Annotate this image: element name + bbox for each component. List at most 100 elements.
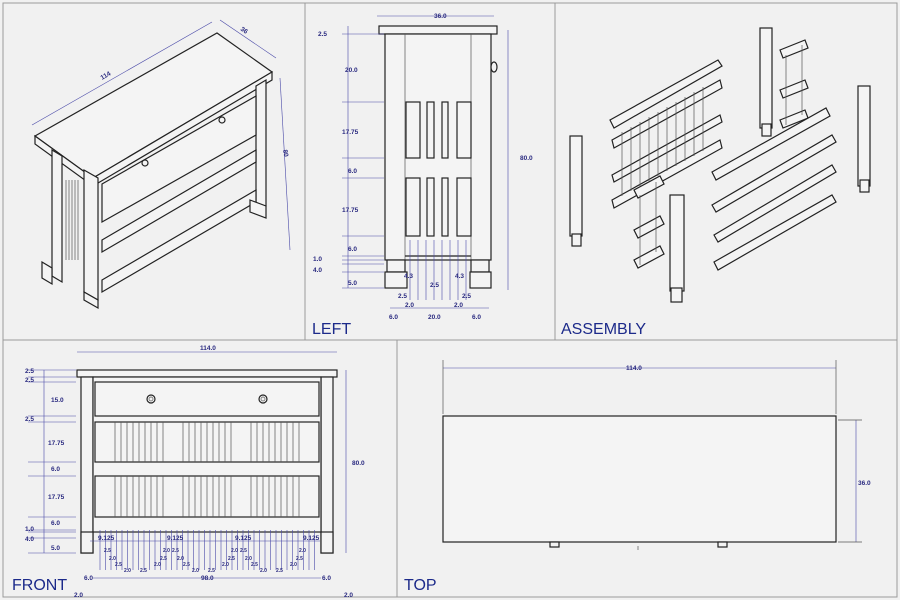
- dimension-label: 114.0: [200, 345, 216, 352]
- left-slat: [456, 101, 472, 159]
- dimension-label: 4.3: [455, 273, 464, 280]
- dimension-label: 80: [281, 149, 289, 158]
- dimension-label: 2.0: [74, 592, 83, 599]
- dimension-label: 80.0: [352, 460, 365, 467]
- dimension-label: 2.5: [240, 548, 247, 554]
- dimension-label: 2.5: [25, 368, 34, 375]
- dimension-label: 2.0: [290, 562, 297, 568]
- dimension-label: 2.5: [160, 556, 167, 562]
- dimension-label: 2.0: [154, 562, 161, 568]
- asm-foot: [670, 287, 683, 303]
- dimension-label: 9.125: [303, 535, 320, 542]
- dimension-label: 6.0: [51, 466, 60, 473]
- dimension-label: 1.0: [25, 526, 34, 533]
- view-label-front: FRONT: [12, 577, 67, 594]
- iso-leg: [51, 148, 63, 284]
- iso-drawer: [101, 94, 257, 224]
- dimension-label: 2.5: [228, 556, 235, 562]
- dimension-label: 6.0: [51, 520, 60, 527]
- asm-rail: [633, 175, 665, 199]
- front-leg: [80, 376, 94, 554]
- top-leg-stub: [549, 541, 560, 548]
- asm-rail: [711, 134, 837, 213]
- dimension-label: 6.0: [348, 246, 357, 253]
- dimension-label: 2.5: [172, 548, 179, 554]
- panel-top: [396, 339, 898, 598]
- left-foot: [469, 271, 492, 289]
- drawer-knob-center: [148, 396, 154, 402]
- iso-shelf: [101, 148, 257, 254]
- asm-rail: [609, 59, 723, 129]
- dimension-label: 2.5: [140, 568, 147, 574]
- iso-foot: [83, 290, 99, 310]
- dimension-label: 2.5: [25, 377, 34, 384]
- dimension-label: 2.0: [245, 556, 252, 562]
- left-knob: [490, 61, 498, 73]
- drawer-knob: [258, 394, 268, 404]
- front-foot: [320, 531, 334, 554]
- dimension-label: 2.0: [405, 302, 414, 309]
- dimension-label: 17.75: [342, 207, 359, 214]
- asm-leg: [569, 135, 583, 237]
- left-foot: [384, 271, 408, 289]
- dimension-label: 80.0: [520, 155, 533, 162]
- dimension-label: 2.0: [454, 302, 463, 309]
- drawer-knob-center: [260, 396, 266, 402]
- dimension-label: 17.75: [48, 494, 65, 501]
- asm-foot: [761, 123, 772, 137]
- iso-leg: [255, 78, 267, 214]
- view-label-assembly: ASSEMBLY: [561, 321, 646, 338]
- dimension-label: 2.0: [299, 548, 306, 554]
- dimension-label: 36.0: [858, 480, 871, 487]
- dimension-label: 2.5: [276, 568, 283, 574]
- dimension-label: 20.0: [345, 67, 358, 74]
- dimension-label: 2.5: [115, 562, 122, 568]
- iso-leg: [83, 168, 99, 302]
- dimension-label: 6.0: [348, 168, 357, 175]
- dimension-label: 9.125: [235, 535, 252, 542]
- asm-rail: [713, 164, 837, 243]
- dimension-label: 98.0: [201, 575, 214, 582]
- drawer-knob: [146, 394, 156, 404]
- dimension-label: 114.0: [626, 365, 642, 372]
- top-leg-stub: [717, 541, 728, 548]
- left-foot: [386, 259, 406, 273]
- dimension-label: 4.3: [404, 273, 413, 280]
- asm-rail: [633, 245, 665, 269]
- dimension-label: 2.0: [109, 556, 116, 562]
- asm-rail: [633, 215, 665, 239]
- left-foot: [470, 259, 490, 273]
- view-label-left: LEFT: [312, 321, 351, 338]
- dimension-label: 2.0: [231, 548, 238, 554]
- front-foot: [80, 531, 94, 554]
- dimension-label: 15.0: [51, 397, 64, 404]
- view-label-top: TOP: [404, 577, 437, 594]
- front-leg: [320, 376, 334, 554]
- iso-knob: [141, 159, 149, 167]
- iso-foot: [41, 260, 53, 286]
- dimension-label: 2.5: [25, 416, 34, 423]
- dimension-label: 5.0: [348, 280, 357, 287]
- asm-leg: [857, 85, 871, 187]
- dimension-label: 2.5: [430, 282, 439, 289]
- asm-foot: [571, 233, 582, 247]
- left-slat: [441, 177, 449, 237]
- top-outline: [442, 415, 837, 543]
- iso-knob: [218, 116, 226, 124]
- dimension-label: 20.0: [428, 314, 441, 321]
- dimension-label: 2.0: [260, 568, 267, 574]
- asm-rail: [779, 39, 809, 59]
- dimension-label: 17.75: [48, 440, 65, 447]
- left-slat: [405, 177, 421, 237]
- dimension-label: 2.5: [251, 562, 258, 568]
- dimension-label: 2.5: [462, 293, 471, 300]
- dimension-line: [279, 77, 291, 251]
- dimension-label: 2.0: [192, 568, 199, 574]
- asm-leg: [669, 194, 685, 292]
- dimension-label: 2.0: [222, 562, 229, 568]
- dimension-label: 36.0: [434, 13, 447, 20]
- dimension-line: [31, 21, 213, 126]
- iso-foot: [249, 199, 267, 219]
